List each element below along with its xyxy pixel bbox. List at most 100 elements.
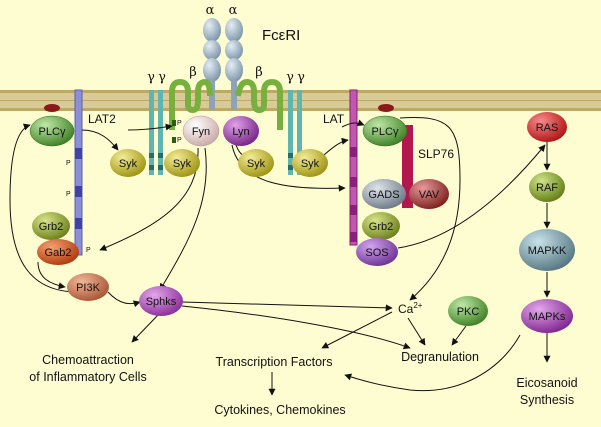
outcome-degranulation: Degranulation <box>401 350 479 364</box>
molecule-mapkk: MAPKK <box>519 229 575 271</box>
svg-text:Fyn: Fyn <box>192 126 210 138</box>
svg-text:PKC: PKC <box>457 306 480 318</box>
svg-text:Syk: Syk <box>173 158 192 170</box>
lat-label: LAT <box>323 112 345 126</box>
arrow-sphks-to-ca <box>181 301 393 312</box>
molecule-pi3k: PI3K <box>67 273 109 301</box>
arrow-ca-to-degran <box>407 317 426 346</box>
molecule-gab2: Gab2 <box>37 239 79 265</box>
arrow-sphks-to-degran <box>181 305 411 350</box>
gamma-label-3: γ <box>286 70 294 85</box>
p-label-lat2-1: P <box>66 160 71 167</box>
alpha-label-2: α <box>229 3 238 18</box>
svg-text:VAV: VAV <box>419 189 440 201</box>
svg-text:Gab2: Gab2 <box>45 247 72 259</box>
molecule-vav: VAV <box>409 179 449 209</box>
svg-text:Syk: Syk <box>301 158 320 170</box>
alpha-label-1: α <box>206 3 215 18</box>
svg-text:SOS: SOS <box>365 247 388 259</box>
molecule-gads: GADS <box>362 179 406 209</box>
gamma-chain-1 <box>149 90 154 175</box>
svg-text:Grb2: Grb2 <box>369 221 393 233</box>
molecule-grb2-left: Grb2 <box>32 212 70 240</box>
alpha-chain-right <box>225 18 243 110</box>
gamma-label-2: γ <box>158 70 166 85</box>
p-label-beta-2: P <box>177 137 182 144</box>
molecule-syk-2: Syk <box>164 149 200 177</box>
svg-text:Sphks: Sphks <box>146 296 177 308</box>
gamma-chain-3 <box>288 90 293 175</box>
molecule-mapks: MAPKs <box>521 299 573 333</box>
outcome-chemoattraction-line1: Chemoattraction <box>42 353 134 367</box>
outcome-cytokines-chemokines: Cytokines, Chemokines <box>214 403 345 417</box>
svg-text:Lyn: Lyn <box>232 126 249 138</box>
arrow-sos-to-ras <box>397 144 546 249</box>
arrow-plcg-to-ca <box>399 117 461 301</box>
lat2-adaptor: P P P LAT2 <box>66 89 116 256</box>
plcg-anchor-left <box>44 104 60 112</box>
arrow-syk-bridge <box>127 123 173 131</box>
arrow-ca-to-tf <box>321 311 393 349</box>
svg-text:Syk: Syk <box>119 158 138 170</box>
svg-text:PLCγ: PLCγ <box>372 126 399 138</box>
molecule-fyn: Fyn <box>182 115 220 147</box>
beta-label-right: β <box>255 65 263 80</box>
arrow-sphks-to-chemo <box>131 314 159 343</box>
arrow-mapks-to-tf <box>344 334 521 392</box>
molecule-lyn: Lyn <box>223 116 259 146</box>
p-label-lat2-2: P <box>66 191 71 198</box>
arrow-lat2-to-syk <box>81 129 119 151</box>
svg-text:RAF: RAF <box>536 182 558 194</box>
lat2-label: LAT2 <box>88 112 116 126</box>
calcium-label: Ca2+ <box>398 301 423 316</box>
arrow-pi3k-to-sphks <box>107 291 141 308</box>
gamma-chain-2 <box>158 90 163 175</box>
arrow-lat-to-plcg <box>341 119 365 128</box>
svg-text:GADS: GADS <box>368 189 399 201</box>
molecule-grb2-right: Grb2 <box>362 212 400 240</box>
arrows <box>9 117 551 396</box>
molecule-raf: RAF <box>529 172 565 202</box>
svg-text:Grb2: Grb2 <box>39 221 63 233</box>
svg-text:PI3K: PI3K <box>76 282 101 294</box>
beta-chain-right <box>235 78 283 130</box>
p-label-beta-1: P <box>177 120 182 127</box>
fceri-receptor: α α FcεRI β β γ γ γ γ <box>147 3 305 175</box>
molecule-pkc: PKC <box>448 296 488 326</box>
slp76-adaptor: SLP76 <box>402 125 454 208</box>
svg-text:RAS: RAS <box>536 122 559 134</box>
svg-text:PLCγ: PLCγ <box>39 126 66 138</box>
arrow-fyn-to-sphks <box>159 147 207 291</box>
gamma-label-1: γ <box>147 70 155 85</box>
molecule-sos: SOS <box>356 238 398 266</box>
outcome-eicosanoid-line1: Eicosanoid <box>516 376 577 390</box>
beta-label-left: β <box>189 65 197 80</box>
molecule-ras: RAS <box>527 112 567 142</box>
arrow-lyn-to-lat <box>231 144 346 192</box>
molecule-syk-4: Syk <box>292 149 328 177</box>
gamma-label-4: γ <box>297 70 305 85</box>
outcome-eicosanoid-line2: Synthesis <box>520 393 574 407</box>
arrow-pkc-to-degran <box>451 325 467 346</box>
molecule-syk-3: Syk <box>238 149 274 177</box>
lat-adaptor: LAT <box>323 89 358 246</box>
svg-text:MAPKs: MAPKs <box>529 311 566 323</box>
molecule-sphks: Sphks <box>139 286 183 316</box>
slp76-label: SLP76 <box>418 147 454 161</box>
p-label-lat2-3: P <box>86 247 91 254</box>
outcome-chemoattraction-line2: of Inflammatory Cells <box>29 370 146 384</box>
molecule-plcg-left: PLCγ <box>29 115 75 147</box>
receptor-name: FcεRI <box>262 27 300 44</box>
arrow-gab2-to-pi3k <box>37 261 66 290</box>
gamma-chain-4 <box>297 90 302 175</box>
molecule-syk-1: Syk <box>110 149 146 177</box>
beta-chain-left <box>169 78 213 130</box>
plcg-anchor-right <box>378 104 394 112</box>
svg-text:Syk: Syk <box>247 158 266 170</box>
svg-text:MAPKK: MAPKK <box>528 245 567 257</box>
outcome-transcription-factors: Transcription Factors <box>216 355 333 369</box>
molecule-plcg-right: PLCγ <box>362 115 408 147</box>
arrow-pi3k-to-plcg-left <box>9 123 79 293</box>
